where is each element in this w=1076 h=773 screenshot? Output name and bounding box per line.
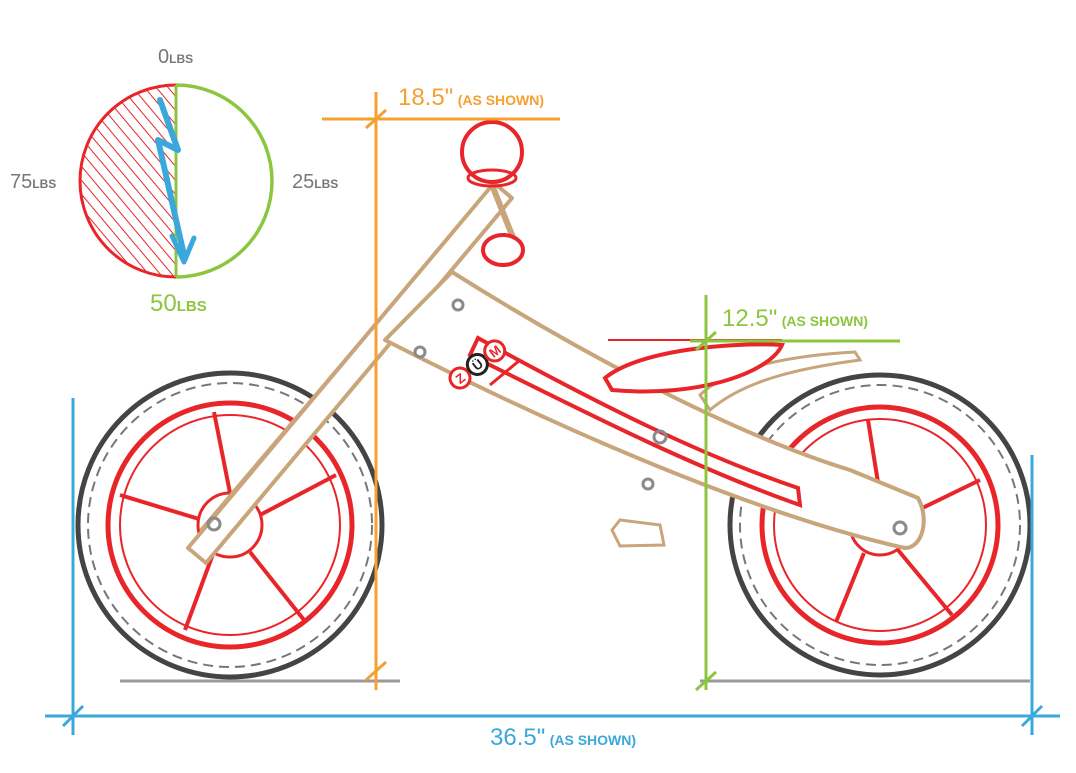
main-frame xyxy=(383,270,926,550)
gauge-label-left: 75LBS xyxy=(10,172,56,192)
gauge-top-value: 0 xyxy=(158,46,170,68)
gauge-right-value: 25 xyxy=(292,171,315,193)
seat-height-label: 12.5" (AS SHOWN) xyxy=(722,307,868,331)
gauge-bottom-unit: LBS xyxy=(176,298,207,315)
overall-length-dimension xyxy=(45,398,1060,735)
gauge-needle xyxy=(155,97,187,258)
gauge-red-hatched-half xyxy=(78,83,178,279)
gauge-top-unit: LBS xyxy=(169,52,194,66)
overall-length-note: (AS SHOWN) xyxy=(549,732,637,748)
overall-length-label: 36.5" (AS SHOWN) xyxy=(490,726,636,750)
gauge-bottom-value: 50 xyxy=(150,290,177,317)
front-fork xyxy=(186,181,514,565)
handlebar xyxy=(460,120,525,267)
gauge-left-value: 75 xyxy=(10,171,33,193)
gauge-label-right: 25LBS xyxy=(292,172,338,192)
weight-gauge xyxy=(78,83,274,279)
gauge-left-unit: LBS xyxy=(32,177,57,191)
handlebar-height-label: 18.5" (AS SHOWN) xyxy=(398,86,544,110)
gauge-right-unit: LBS xyxy=(314,177,339,191)
handlebar-height-note: (AS SHOWN) xyxy=(457,92,545,108)
seat xyxy=(602,339,863,548)
zum-logo: Z Ü M xyxy=(448,339,507,390)
seat-height-note: (AS SHOWN) xyxy=(781,313,869,329)
seat-height-value: 12.5" xyxy=(722,305,778,332)
gauge-label-bottom: 50LBS xyxy=(150,292,207,316)
gauge-green-half xyxy=(175,83,274,279)
rear-wheel xyxy=(75,370,385,680)
overall-length-value: 36.5" xyxy=(490,724,546,751)
handlebar-height-value: 18.5" xyxy=(398,84,454,111)
handlebar-height-dimension xyxy=(322,92,560,690)
gauge-label-top: 0LBS xyxy=(158,47,193,67)
seat-height-dimension xyxy=(690,295,900,692)
